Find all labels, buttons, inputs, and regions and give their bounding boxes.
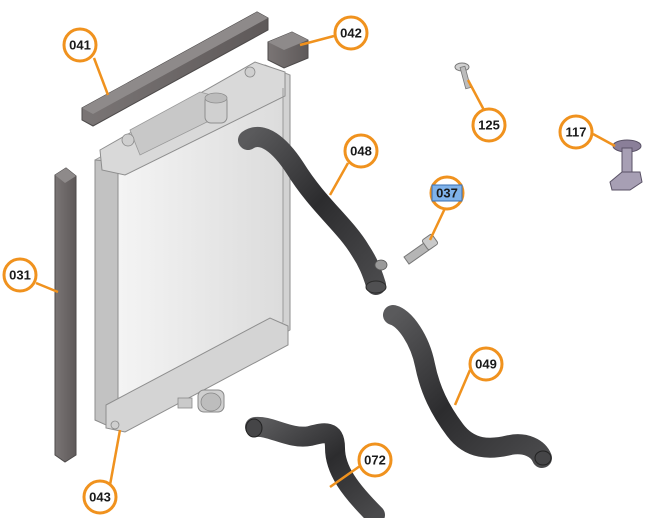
selection-highlight [431,184,463,202]
leader-125 [466,79,487,113]
temperature-sensor[interactable] [403,233,439,265]
callout-042-label: 042 [340,26,362,41]
top-foam-seal[interactable] [81,11,269,127]
callout-125[interactable]: 125 [471,107,507,143]
leader-117 [592,132,616,148]
callout-048[interactable]: 048 [343,133,379,169]
callout-042[interactable]: 042 [333,15,369,51]
leader-072 [329,464,361,489]
leader-048 [328,162,350,196]
callout-043[interactable]: 043 [82,479,118,515]
leader-049 [453,369,472,406]
small-foam-block[interactable] [267,31,309,69]
callout-117[interactable]: 117 [558,114,594,150]
side-foam-seal[interactable] [54,167,77,463]
leader-041 [92,57,110,96]
upper-coolant-hose[interactable] [238,126,388,295]
leader-043 [108,429,122,486]
bolt[interactable] [454,62,472,90]
callout-125-label: 125 [478,118,500,133]
cap[interactable] [609,139,643,191]
callout-049-label: 049 [475,357,497,372]
bottom-coolant-hose[interactable] [245,416,385,518]
leader-lines [35,34,616,489]
callout-048-label: 048 [350,144,372,159]
callout-072[interactable]: 072 [357,442,393,478]
leader-042 [299,34,335,47]
callout-031-label: 031 [9,268,31,283]
callout-041[interactable]: 041 [62,27,98,63]
callout-072-label: 072 [364,453,386,468]
callout-037[interactable]: 037 [429,175,465,211]
callout-031[interactable]: 031 [2,257,38,293]
callout-117-label: 117 [566,125,587,140]
callout-041-label: 041 [69,38,91,53]
callout-049[interactable]: 049 [468,346,504,382]
callout-043-label: 043 [89,490,111,505]
callout-037-label: 037 [436,186,458,201]
radiator[interactable] [94,61,291,433]
leader-031 [35,281,59,294]
lower-coolant-hose[interactable] [383,305,552,468]
